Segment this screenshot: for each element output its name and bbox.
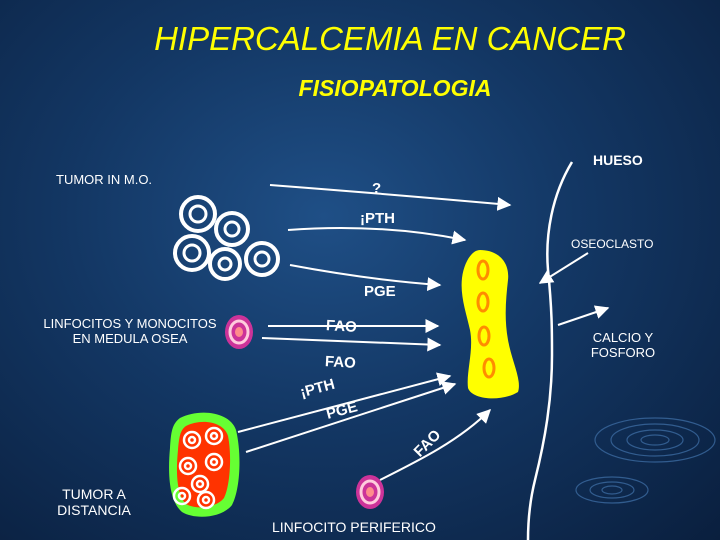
label-pth-1: ¡PTH — [360, 210, 395, 227]
label-oseoclasto: OSEOCLASTO — [571, 237, 654, 251]
label-calcio-line1: CALCIO Y — [592, 330, 654, 345]
osteoclast-nuclei — [476, 259, 496, 379]
arrow-pge — [289, 264, 442, 292]
decorative-ripples — [575, 417, 716, 504]
arrow-fao-2 — [261, 337, 442, 352]
distant-tumor — [169, 412, 240, 517]
tumor-cell — [214, 211, 250, 247]
arrow-linfocito-periferico — [379, 409, 491, 481]
label-tumor-mo: TUMOR IN M.O. — [56, 172, 153, 187]
label-hueso: HUESO — [593, 152, 643, 168]
tumor-cell — [244, 241, 280, 277]
arrow-oseoclasto — [538, 252, 589, 284]
tumor-cell-cluster — [173, 195, 280, 281]
peripheral-lymphocyte — [356, 475, 384, 509]
arrow-question — [269, 184, 512, 211]
label-tumor-distancia: TUMOR A DISTANCIA — [44, 486, 144, 518]
label-fao-1: FAO — [325, 317, 358, 336]
marrow-lymphocyte — [225, 315, 253, 349]
arrow-tumor-distancia-1 — [237, 372, 452, 433]
label-linfocitos: LINFOCITOS Y MONOCITOS EN MEDULA OSEA — [30, 316, 230, 346]
arrow-tumor-distancia-2 — [245, 381, 457, 453]
label-linfocito-periferico: LINFOCITO PERIFERICO — [272, 519, 436, 535]
label-tumor-distancia-line1: TUMOR A — [62, 486, 126, 502]
label-calcio: CALCIO Y FOSFORO — [583, 330, 663, 360]
label-question: ? — [372, 180, 382, 197]
osteoclast-shape — [461, 250, 519, 399]
slide-title: HIPERCALCEMIA EN CANCER — [154, 20, 626, 57]
slide-subtitle: FISIOPATOLOGIA — [298, 75, 492, 101]
label-tumor-distancia-line2: DISTANCIA — [57, 502, 131, 518]
tumor-cell — [173, 234, 211, 272]
arrows — [237, 184, 610, 481]
bone-line — [526, 161, 574, 540]
tumor-cell — [208, 247, 242, 281]
arrow-calcio — [557, 305, 610, 326]
label-fao-2: FAO — [324, 353, 357, 372]
label-linfocitos-line1: LINFOCITOS Y MONOCITOS — [43, 316, 217, 331]
label-linfocitos-line2: EN MEDULA OSEA — [72, 331, 188, 346]
label-pge-1: PGE — [364, 283, 396, 300]
tumor-cell — [179, 195, 217, 233]
label-calcio-line2: FOSFORO — [590, 345, 656, 360]
arrow-pth — [287, 226, 467, 245]
